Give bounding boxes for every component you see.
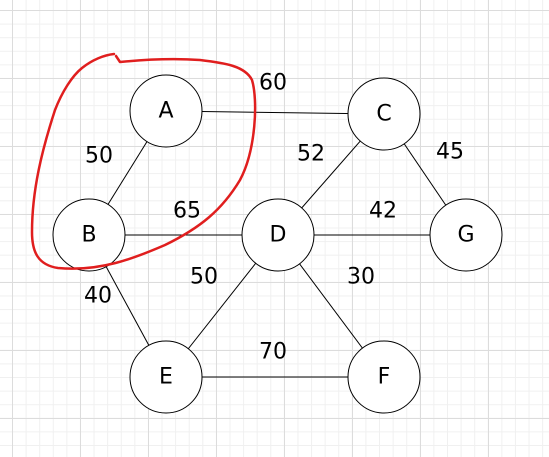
node-label-c: C bbox=[376, 102, 391, 127]
node-c: C bbox=[347, 77, 421, 151]
node-g: G bbox=[429, 198, 503, 272]
node-circle-b bbox=[52, 198, 126, 272]
node-circle-f bbox=[347, 340, 421, 414]
node-label-g: G bbox=[457, 223, 474, 248]
node-label-d: D bbox=[270, 223, 287, 248]
node-circle-d bbox=[241, 198, 315, 272]
node-circle-g bbox=[429, 198, 503, 272]
edge-weight-d-g: 42 bbox=[369, 199, 397, 224]
node-label-e: E bbox=[159, 365, 173, 390]
edge-weight-a-b: 50 bbox=[85, 144, 113, 169]
edge-weight-a-c: 60 bbox=[259, 71, 287, 96]
node-e: E bbox=[129, 340, 203, 414]
node-d: D bbox=[241, 198, 315, 272]
node-label-f: F bbox=[378, 365, 391, 390]
node-label-a: A bbox=[158, 99, 173, 124]
nodes-layer: A B C D E F G bbox=[52, 74, 503, 414]
node-b: B bbox=[52, 198, 126, 272]
node-a: A bbox=[129, 74, 203, 148]
node-f: F bbox=[347, 340, 421, 414]
highlight-loop-a-b bbox=[30, 52, 257, 270]
node-circle-c bbox=[347, 77, 421, 151]
edge-weight-b-e: 40 bbox=[84, 284, 112, 309]
node-circle-a bbox=[129, 74, 203, 148]
edge-weight-d-e: 50 bbox=[190, 265, 218, 290]
node-label-b: B bbox=[81, 223, 96, 248]
edge-weight-b-d: 65 bbox=[173, 199, 201, 224]
node-circle-e bbox=[129, 340, 203, 414]
edge-weight-d-f: 30 bbox=[347, 265, 375, 290]
edge-weight-e-f: 70 bbox=[259, 340, 287, 365]
edge-weight-c-g: 45 bbox=[436, 140, 464, 165]
weights-layer: 60 50 65 40 52 45 42 50 30 70 bbox=[84, 71, 464, 365]
edge-weight-c-d: 52 bbox=[297, 142, 325, 167]
